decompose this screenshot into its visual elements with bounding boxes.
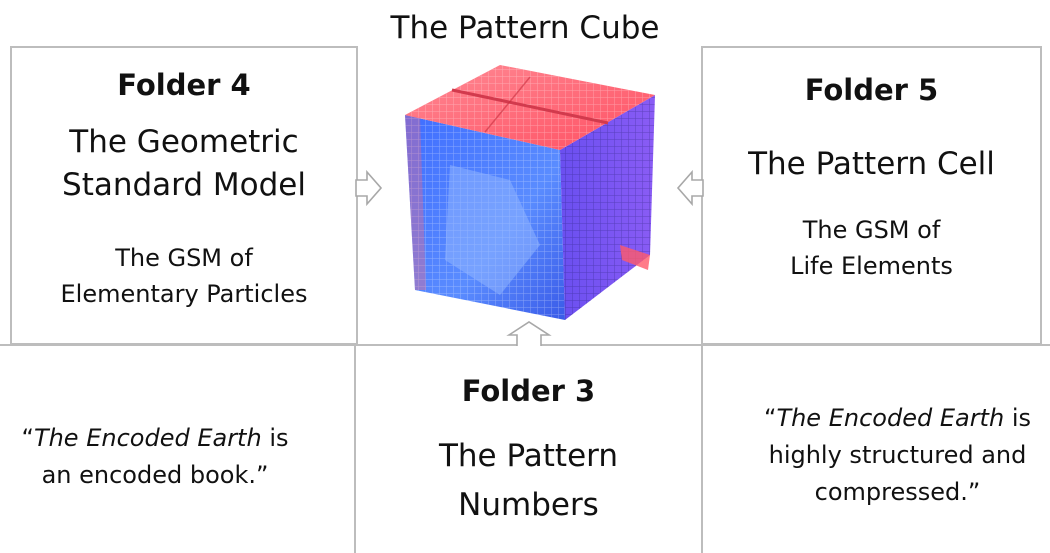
folder5-label: Folder 5 <box>804 73 939 107</box>
folder4-subtitle-line2: Elementary Particles <box>60 280 308 308</box>
folder5-title: The Pattern Cell <box>748 146 995 182</box>
folder4-box: Folder 4 The Geometric Standard Model Th… <box>10 46 358 345</box>
divider-vertical-left <box>354 344 356 553</box>
folder4-label: Folder 4 <box>117 68 251 102</box>
arrow-left-icon <box>676 169 704 207</box>
quote-right-line1: “The Encoded Earth is <box>764 404 1031 432</box>
folder3-label: Folder 3 <box>461 374 596 408</box>
folder4-subtitle-line1: The GSM of <box>115 244 253 272</box>
folder3-title-line1: The Pattern <box>438 438 619 474</box>
folder4-subtitle: The GSM of Elementary Particles <box>12 240 356 312</box>
folder3-title-line2: Numbers <box>458 486 599 523</box>
quote-right: “The Encoded Earth is highly structured … <box>745 400 1050 512</box>
folder4-title: The Geometric Standard Model <box>12 121 356 207</box>
folder4-title-line1: The Geometric <box>69 124 299 160</box>
pattern-cube-image <box>405 65 655 320</box>
arrow-up-icon <box>506 321 552 346</box>
quote-left: “The Encoded Earth is an encoded book.” <box>0 420 310 494</box>
folder5-subtitle-line2: Life Elements <box>790 252 953 280</box>
quote-right-line3: compressed.” <box>814 478 981 507</box>
diagram-title: The Pattern Cube <box>390 10 660 46</box>
folder5-box: Folder 5 The Pattern Cell The GSM of Lif… <box>701 46 1042 345</box>
folder4-title-line2: Standard Model <box>62 166 306 203</box>
folder3-title: The Pattern Numbers <box>356 435 701 527</box>
quote-right-line2: highly structured and <box>768 441 1027 470</box>
quote-left-line1: “The Encoded Earth is <box>21 424 289 452</box>
arrow-right-icon <box>355 169 383 207</box>
quote-left-line2: an encoded book.” <box>41 461 269 490</box>
divider-vertical-right <box>701 344 703 553</box>
folder5-subtitle: The GSM of Life Elements <box>703 212 1040 284</box>
folder5-subtitle-line1: The GSM of <box>802 216 941 244</box>
